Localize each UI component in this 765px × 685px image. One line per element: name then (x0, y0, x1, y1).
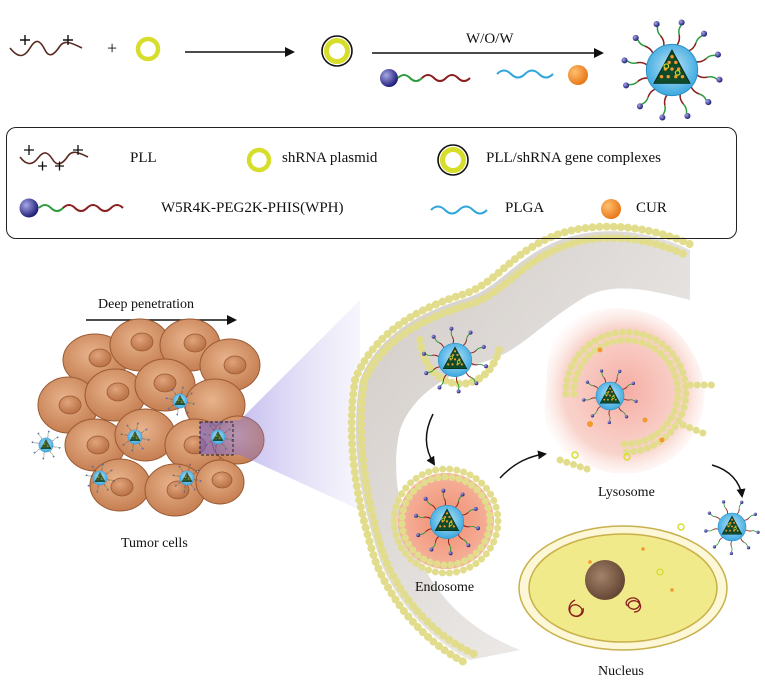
arrow-to-lysosome (499, 450, 547, 479)
legend-label-complex: PLL/shRNA gene complexes (486, 150, 661, 166)
cell-cytoplasm (356, 231, 690, 661)
deep-penetration-label: Deep penetration (98, 297, 195, 312)
legend-wph-icon (19, 198, 124, 218)
nanoparticle-in-tumor (172, 463, 202, 493)
arrow-to-nucleus (711, 464, 746, 498)
shrna-plasmid-top (135, 36, 161, 62)
gene-complex-top (321, 35, 353, 67)
membrane-lower-inner (357, 378, 478, 658)
legend-label-cur: CUR (636, 200, 667, 216)
pll-chain-top (9, 35, 83, 57)
nanoparticle-near-nucleus (704, 500, 760, 556)
lysosome (544, 308, 716, 474)
nanoparticle-in-tumor (120, 422, 150, 452)
shrna-released (677, 523, 685, 531)
legend-complex-icon (437, 144, 469, 176)
legend-cur-icon (601, 199, 621, 219)
nanoparticle-in-lysosome (582, 369, 638, 425)
nucleus-label: Nucleus (598, 664, 644, 679)
nanoparticle-in-tumor (31, 430, 61, 460)
membrane-lower-outer (347, 376, 472, 668)
tumor-cells-label: Tumor cells (121, 536, 188, 551)
nanoparticle-in-tumor (203, 422, 233, 452)
legend-label-pll: PLL (130, 150, 157, 166)
nanoparticle-in-tumor (165, 386, 195, 416)
arrow-to-endosome (425, 413, 436, 466)
membrane-outer-leaflet (351, 222, 698, 384)
legend-label-shrna: shRNA plasmid (282, 150, 378, 166)
legend-pll-icon (19, 145, 89, 171)
lysosome-label: Lysosome (598, 485, 655, 500)
plus-sign: + (107, 38, 117, 58)
nanoparticle-internalizing (422, 326, 488, 394)
zoom-beam (200, 300, 360, 510)
legend-box (6, 127, 737, 239)
nanoparticle-in-tumor (85, 463, 115, 493)
legend-plga-icon (430, 205, 488, 215)
curcumin-dot-top (568, 65, 588, 85)
nanoparticle-in-endosome (414, 488, 480, 556)
plga-polymer-top (496, 69, 554, 79)
nanoparticle-final (621, 19, 723, 121)
legend-label-wph: W5R4K-PEG2K-PHIS(WPH) (161, 200, 344, 216)
nucleus (518, 525, 728, 651)
tumor-cell-cluster (37, 318, 265, 517)
wph-polymer-top (380, 69, 471, 87)
endosome-label: Endosome (415, 580, 475, 595)
legend-shrna-icon (246, 147, 272, 173)
legend-label-plga: PLGA (505, 200, 545, 216)
method-label: W/O/W (466, 31, 514, 47)
zoom-region-box (199, 421, 234, 456)
